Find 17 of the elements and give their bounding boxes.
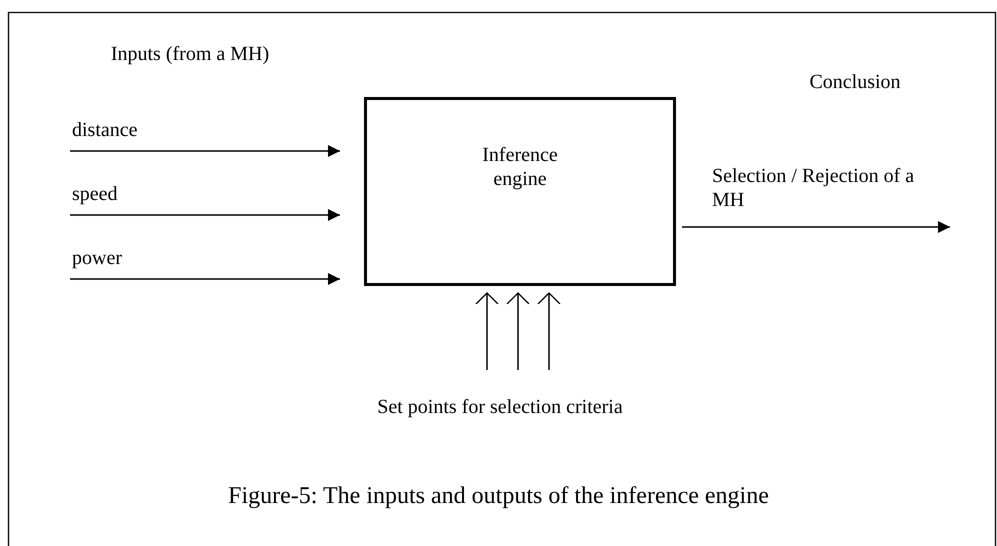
edge-label: speed (72, 182, 118, 206)
arrow (70, 209, 340, 221)
box-label: Inference engine (481, 142, 559, 190)
arrow (475, 292, 499, 370)
text-label: Inputs (from a MH) (110, 42, 270, 66)
arrow (682, 221, 950, 233)
caption-text: Set points for selection criteria (377, 395, 623, 419)
arrow (537, 292, 561, 370)
arrow (70, 273, 340, 285)
process-box (364, 97, 676, 286)
edge-label: Selection / Rejection of a MH (712, 164, 916, 212)
arrow (506, 292, 530, 370)
figure-caption: Figure-5: The inputs and outputs of the inference engine (227, 482, 770, 510)
edge-label: distance (72, 118, 138, 142)
arrow (70, 145, 340, 157)
edge-label: power (72, 246, 122, 270)
text-label: Conclusion (808, 70, 902, 94)
